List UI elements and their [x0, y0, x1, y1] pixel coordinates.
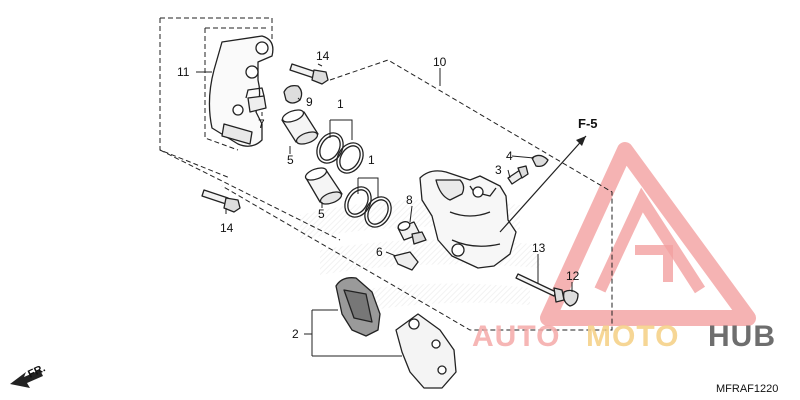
brake-pad-part-2-front	[335, 277, 381, 337]
piston-seal-part-1-lower	[344, 186, 392, 228]
callout-14-upper: 14	[316, 49, 330, 63]
brake-pad-part-2-rear	[395, 313, 457, 389]
callout-10: 10	[433, 55, 447, 69]
front-direction-arrow-icon	[10, 370, 43, 388]
front-reference-arrow	[499, 135, 587, 233]
bolt-part-14-lower	[201, 189, 241, 213]
piston-part-5-upper	[281, 109, 319, 145]
piston-seal-part-1-upper	[316, 132, 364, 174]
callout-4: 4	[506, 149, 513, 163]
diagram-code: MFRAF1220	[716, 383, 778, 395]
watermark-part-1: AUTO	[472, 320, 560, 353]
caliper-bracket-part-11	[208, 35, 274, 147]
direction-label: FR.	[26, 362, 47, 380]
callout-7: 7	[258, 117, 265, 131]
callout-14-lower: 14	[220, 221, 234, 235]
callout-5-upper: 5	[287, 153, 294, 167]
callout-3: 3	[495, 163, 502, 177]
caliper-body-part-10	[419, 170, 517, 269]
bleeder-valve-part-3	[507, 165, 529, 185]
callout-13: 13	[532, 241, 546, 255]
item-11-inner-dashed-box	[204, 27, 266, 151]
automotohub-watermark-text: AUTO MOTO HUB	[472, 320, 776, 353]
item-11-dashed-group	[160, 17, 273, 40]
piston-part-5-lower	[304, 167, 343, 205]
callout-1-lower: 1	[368, 153, 375, 167]
callout-5-lower: 5	[318, 207, 325, 221]
callout-1-upper: 1	[337, 97, 344, 111]
item-10-dashed-outline	[221, 59, 613, 331]
front-reference-label: F-5	[578, 116, 598, 131]
callout-9: 9	[306, 95, 313, 109]
watermark-part-3: HUB	[708, 320, 776, 353]
callout-11: 11	[177, 65, 190, 79]
watermark-part-2: MOTO	[586, 320, 679, 353]
callout-6: 6	[376, 245, 383, 259]
pin-plug-part-12	[562, 289, 579, 307]
bleeder-cap-part-4	[531, 154, 549, 168]
slide-pin-part-8	[397, 221, 427, 245]
boot-part-9	[283, 84, 303, 104]
pad-pin-part-13	[515, 273, 565, 303]
callout-8: 8	[406, 193, 413, 207]
callout-2: 2	[292, 327, 299, 341]
callout-12: 12	[566, 269, 580, 283]
pad-retainer-clip-part-7	[245, 87, 267, 113]
bolt-part-14-upper	[289, 63, 329, 85]
automotohub-logo-icon	[540, 142, 756, 326]
pad-spring-part-6	[393, 251, 419, 271]
